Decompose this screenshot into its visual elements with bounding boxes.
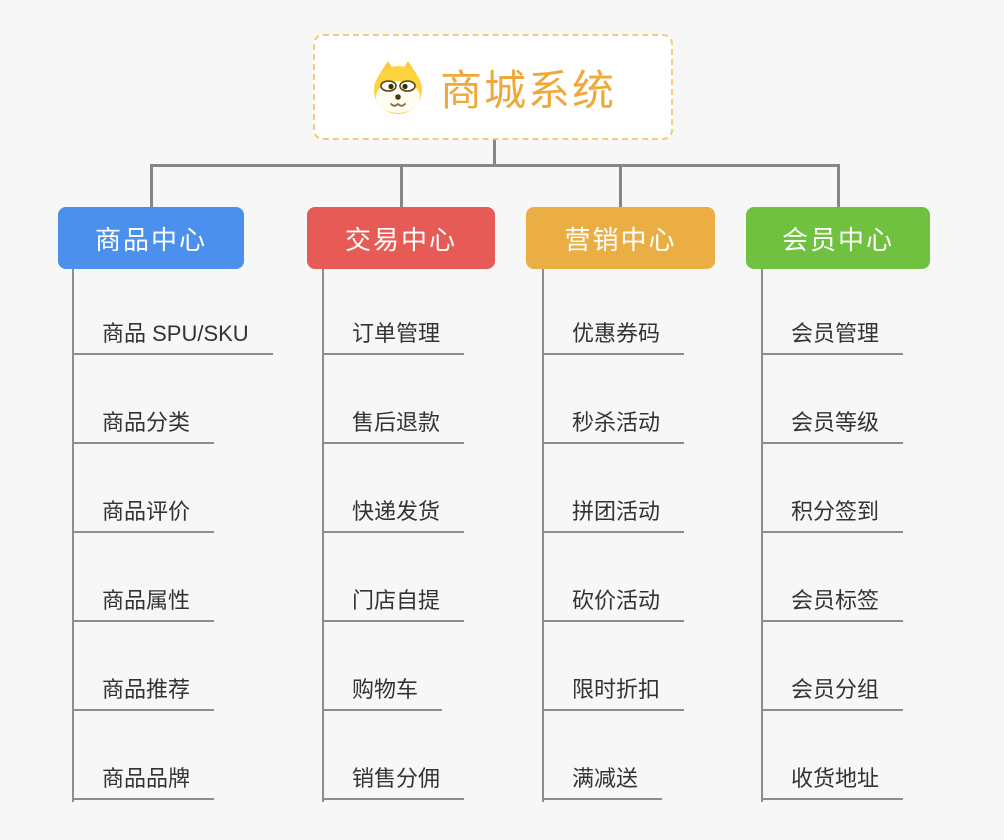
root-node[interactable]: 商城系统 — [313, 34, 673, 140]
leaf-node[interactable]: 订单管理 — [322, 266, 465, 355]
leaf-node[interactable]: 秒杀活动 — [542, 355, 685, 444]
leaf-node[interactable]: 收货地址 — [761, 711, 904, 800]
leaf-node[interactable]: 门店自提 — [322, 533, 465, 622]
leaf-label: 收货地址 — [761, 761, 904, 800]
connector-branch-stub-4 — [837, 164, 840, 207]
leaf-node[interactable]: 限时折扣 — [542, 622, 685, 711]
leaf-node[interactable]: 会员管理 — [761, 266, 904, 355]
leaf-label: 会员管理 — [761, 316, 904, 355]
trunk-line-1 — [72, 269, 74, 802]
leaf-label: 满减送 — [542, 761, 663, 800]
leaf-label: 商品评价 — [72, 494, 215, 533]
leaf-node[interactable]: 砍价活动 — [542, 533, 685, 622]
leaf-label: 会员分组 — [761, 672, 904, 711]
leaf-node[interactable]: 商品属性 — [72, 533, 273, 622]
leaf-node[interactable]: 会员等级 — [761, 355, 904, 444]
leaf-node[interactable]: 商品分类 — [72, 355, 273, 444]
leaf-label: 订单管理 — [322, 316, 465, 355]
connector-root-stub — [493, 140, 496, 166]
connector-branch-stub-2 — [400, 164, 403, 207]
leaf-label: 商品 SPU/SKU — [72, 316, 273, 355]
leaf-node[interactable]: 商品评价 — [72, 444, 273, 533]
leaf-label: 会员标签 — [761, 583, 904, 622]
leaf-label: 商品属性 — [72, 583, 215, 622]
leaf-column-product: 商品 SPU/SKU 商品分类 商品评价 商品属性 商品推荐 商品品牌 — [72, 266, 273, 800]
leaf-node[interactable]: 满减送 — [542, 711, 684, 800]
leaf-column-marketing: 优惠券码 秒杀活动 拼团活动 砍价活动 限时折扣 满减送 — [542, 266, 685, 800]
leaf-label: 会员等级 — [761, 405, 904, 444]
leaf-node[interactable]: 积分签到 — [761, 444, 904, 533]
trunk-line-3 — [542, 269, 544, 802]
leaf-node[interactable]: 会员分组 — [761, 622, 904, 711]
leaf-node[interactable]: 商品推荐 — [72, 622, 273, 711]
branch-node-product-center[interactable]: 商品中心 — [58, 207, 244, 269]
connector-horizontal — [150, 164, 840, 167]
leaf-node[interactable]: 购物车 — [322, 622, 464, 711]
leaf-node[interactable]: 快递发货 — [322, 444, 465, 533]
leaf-label: 售后退款 — [322, 405, 465, 444]
leaf-label: 秒杀活动 — [542, 405, 685, 444]
leaf-label: 购物车 — [322, 672, 443, 711]
connector-branch-stub-3 — [619, 164, 622, 207]
trunk-line-4 — [761, 269, 763, 802]
leaf-label: 优惠券码 — [542, 316, 685, 355]
leaf-column-member: 会员管理 会员等级 积分签到 会员标签 会员分组 收货地址 — [761, 266, 904, 800]
branch-node-member-center[interactable]: 会员中心 — [746, 207, 930, 269]
leaf-label: 积分签到 — [761, 494, 904, 533]
leaf-label: 销售分佣 — [322, 761, 465, 800]
leaf-label: 商品品牌 — [72, 761, 215, 800]
leaf-node[interactable]: 会员标签 — [761, 533, 904, 622]
leaf-node[interactable]: 商品 SPU/SKU — [72, 266, 273, 355]
dog-face-icon — [373, 61, 422, 114]
leaf-label: 门店自提 — [322, 583, 465, 622]
leaf-label: 商品分类 — [72, 405, 215, 444]
branch-node-marketing-center[interactable]: 营销中心 — [526, 207, 715, 269]
leaf-label: 快递发货 — [322, 494, 465, 533]
leaf-label: 砍价活动 — [542, 583, 685, 622]
leaf-label: 拼团活动 — [542, 494, 685, 533]
leaf-node[interactable]: 拼团活动 — [542, 444, 685, 533]
leaf-node[interactable]: 销售分佣 — [322, 711, 465, 800]
leaf-label: 商品推荐 — [72, 672, 215, 711]
connector-branch-stub-1 — [150, 164, 153, 207]
trunk-line-2 — [322, 269, 324, 802]
root-title: 商城系统 — [439, 66, 616, 114]
leaf-column-trade: 订单管理 售后退款 快递发货 门店自提 购物车 销售分佣 — [322, 266, 465, 800]
leaf-node[interactable]: 商品品牌 — [72, 711, 273, 800]
leaf-node[interactable]: 售后退款 — [322, 355, 465, 444]
branch-node-trade-center[interactable]: 交易中心 — [307, 207, 495, 269]
leaf-label: 限时折扣 — [542, 672, 685, 711]
leaf-node[interactable]: 优惠券码 — [542, 266, 685, 355]
